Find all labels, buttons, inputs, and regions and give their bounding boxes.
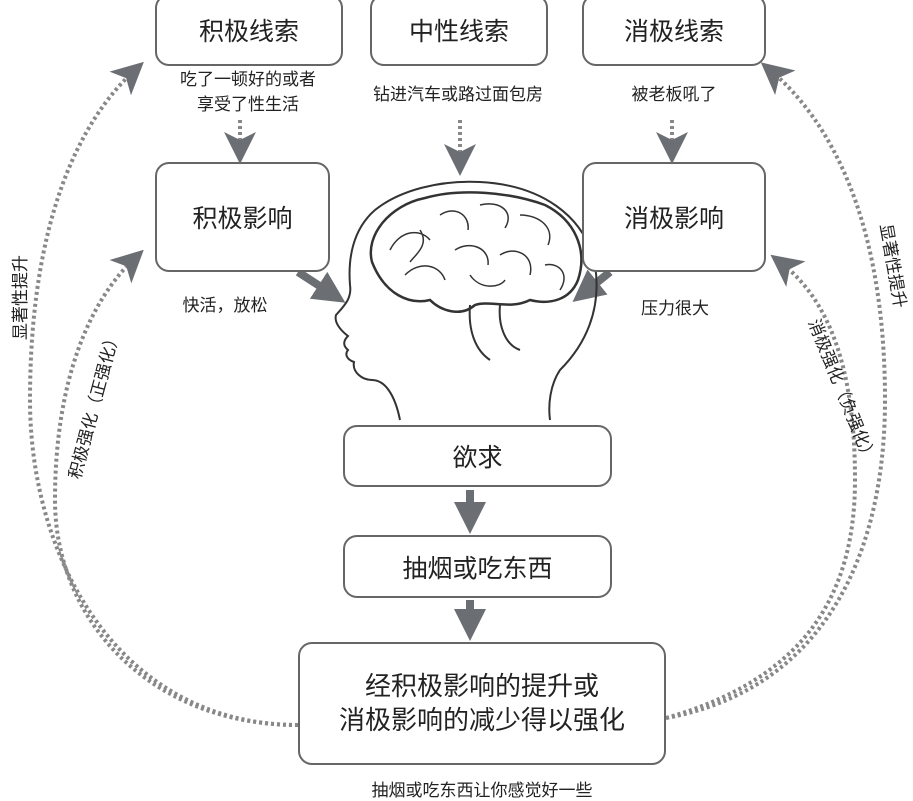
positive-cue-label: 积极线索 (198, 17, 299, 46)
left-outer-loop-arrow (27, 61, 299, 727)
left-inner-loop-arrow (52, 249, 299, 727)
positive-effect-caption: 快活，放松 (182, 296, 268, 316)
neutral-cue-label: 中性线索 (408, 17, 509, 46)
positive-cue-example-line: 吃了一顿好的或者 (180, 70, 316, 90)
reinforcement-box: 经积极影响的提升或 消极影响的减少得以强化 (298, 642, 666, 765)
behavior-box: 抽烟或吃东西 (343, 535, 612, 598)
reinforcement-line: 经积极影响的提升或 (364, 671, 599, 702)
negative-cue-example: 被老板吼了 (631, 85, 717, 105)
head-with-brain-illustration (334, 180, 598, 421)
neutral-cue-box: 中性线索 (370, 0, 548, 66)
positive-effect-label: 积极影响 (192, 204, 293, 233)
positive-effect-box: 积极影响 (155, 162, 330, 272)
right-inner-loop-label: 消极强化（负强化） (803, 316, 879, 465)
positive-cue-example: 吃了一顿好的或者 享受了性生活 (148, 68, 348, 118)
neutral-cue-example: 钻进汽车或路过面包房 (373, 85, 543, 105)
craving-box: 欲求 (343, 425, 612, 487)
negative-cue-box: 消极线索 (582, 0, 766, 66)
reinforcement-caption: 抽烟或吃东西让你感觉好一些 (371, 781, 593, 801)
behavior-label: 抽烟或吃东西 (402, 553, 553, 583)
craving-label: 欲求 (452, 443, 503, 472)
negative-cue-label: 消极线索 (623, 17, 724, 46)
negative-effect-box: 消极影响 (582, 162, 766, 272)
positive-effect-arrow (295, 268, 346, 303)
right-outer-loop-arrow (665, 62, 888, 720)
positive-cue-box: 积极线索 (155, 0, 343, 66)
negative-effect-label: 消极影响 (623, 204, 724, 233)
left-inner-loop-label: 积极强化（正强化） (66, 328, 125, 481)
positive-cue-example-line: 享受了性生活 (197, 95, 299, 115)
reinforcement-line: 消极影响的减少得以强化 (338, 705, 625, 736)
negative-effect-caption: 压力很大 (641, 299, 709, 319)
left-outer-loop-label: 显著性提升 (11, 255, 31, 340)
right-outer-loop-label: 显著性提升 (875, 222, 909, 309)
